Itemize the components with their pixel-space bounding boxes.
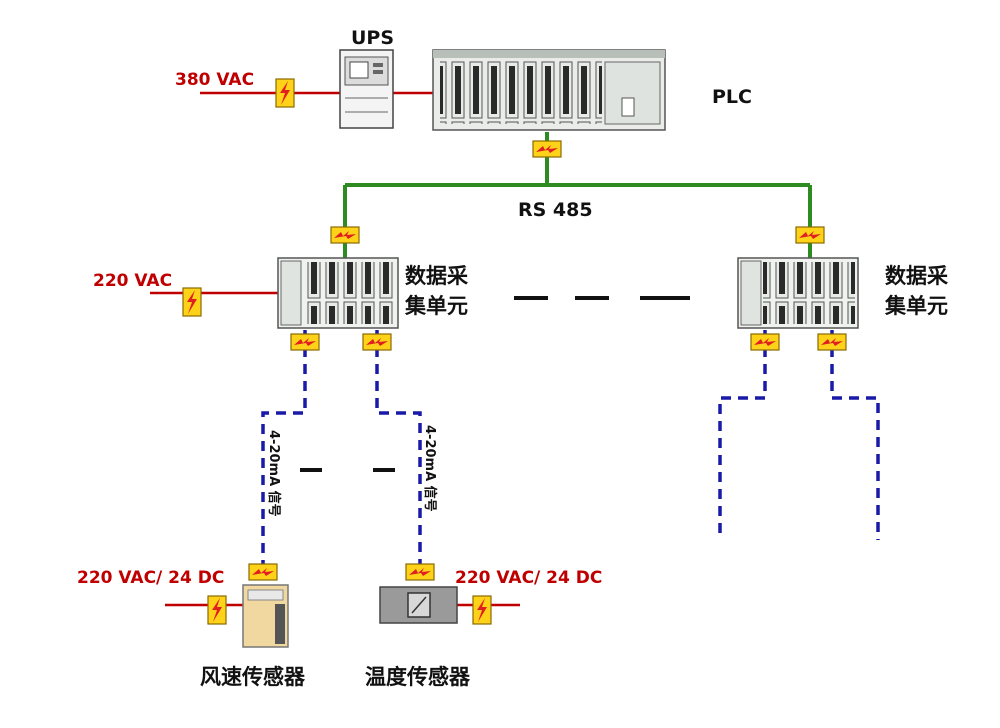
temp-sensor-power-label: 220 VAC/ 24 DC: [455, 568, 602, 588]
surge-protector-wind-sensor-power: [207, 595, 227, 625]
surge-protector-temp-sensor-power: [472, 595, 492, 625]
unit-power-label: 220 VAC: [93, 271, 172, 291]
surge-protector-unit-left-bus: [330, 226, 360, 244]
rs485-bus: [343, 132, 812, 258]
temp-sensor-label: 温度传感器: [365, 665, 471, 689]
wind-speed-sensor: [242, 584, 289, 648]
ups-device: [339, 49, 394, 129]
wind-sensor-power-label: 220 VAC/ 24 DC: [77, 568, 224, 588]
surge-protector-plc: [532, 140, 562, 158]
surge-protector-unit-right-ch2: [817, 333, 847, 351]
power-lines: [150, 91, 520, 607]
surge-protector-temp-sensor-signal: [405, 563, 435, 581]
plc-label: PLC: [712, 86, 752, 108]
rs485-label: RS 485: [518, 199, 593, 221]
surge-protector-wind-sensor-signal: [248, 563, 278, 581]
data-acquisition-unit-right: [737, 257, 859, 329]
unit-right-label-line1: 数据采: [885, 264, 948, 288]
wind-sensor-label: 风速传感器: [200, 665, 306, 689]
signal-lines: [261, 330, 880, 565]
surge-protector-unit-right-bus: [795, 226, 825, 244]
continuation-dashes: [300, 296, 690, 472]
temperature-sensor: [379, 586, 458, 624]
unit-left-label-line2: 集单元: [404, 294, 468, 318]
plc-device: [432, 49, 666, 131]
data-acquisition-unit-left: [277, 257, 399, 329]
ups-label: UPS: [351, 27, 394, 49]
signal-label-right: 4-20mA 信号: [422, 425, 438, 512]
surge-protector-unit-right-ch1: [750, 333, 780, 351]
unit-right-label-line2: 集单元: [884, 294, 948, 318]
surge-protector-unit-left-power: [182, 287, 202, 317]
surge-protector-ups-input: [275, 78, 295, 108]
surge-protector-unit-left-ch1: [290, 333, 320, 351]
surge-protectors: [182, 78, 847, 625]
ups-power-label: 380 VAC: [175, 70, 254, 90]
unit-left-label-line1: 数据采: [405, 264, 468, 288]
surge-protector-unit-left-ch2: [362, 333, 392, 351]
signal-label-left: 4-20mA 信号: [266, 430, 282, 517]
